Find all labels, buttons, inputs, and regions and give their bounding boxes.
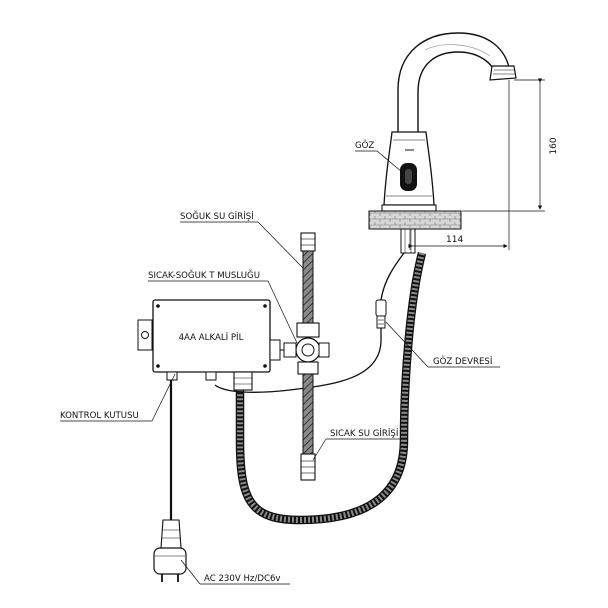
countertop [368, 210, 462, 230]
label-sensor-circuit: GÖZ DEVRESİ [433, 356, 492, 367]
dimension-lines [408, 78, 545, 250]
sensor-circuit-cable [214, 252, 405, 393]
dimension-reach: 114 [446, 235, 463, 245]
dimension-height: 160 [549, 137, 559, 154]
label-cold-inlet: SOĞUK SU GİRİŞİ [180, 210, 254, 222]
faucet [381, 32, 517, 212]
label-hot-inlet: SICAK SU GİRİŞİ [330, 428, 398, 439]
t-valve [283, 322, 330, 375]
control-box [137, 299, 284, 391]
cold-water-pipe [300, 232, 316, 324]
label-control-box: KONTROL KUTUSU [60, 411, 139, 421]
power-plug-icon [153, 519, 187, 582]
hot-water-pipe [300, 373, 316, 481]
battery-label: 4AA ALKALİ PİL [179, 332, 244, 343]
label-t-valve: SICAK-SOĞUK T MUSLUĞU [148, 269, 260, 281]
label-power: AC 230V Hz/DC6v [204, 574, 281, 584]
label-sensor-eye: GÖZ [355, 140, 374, 151]
